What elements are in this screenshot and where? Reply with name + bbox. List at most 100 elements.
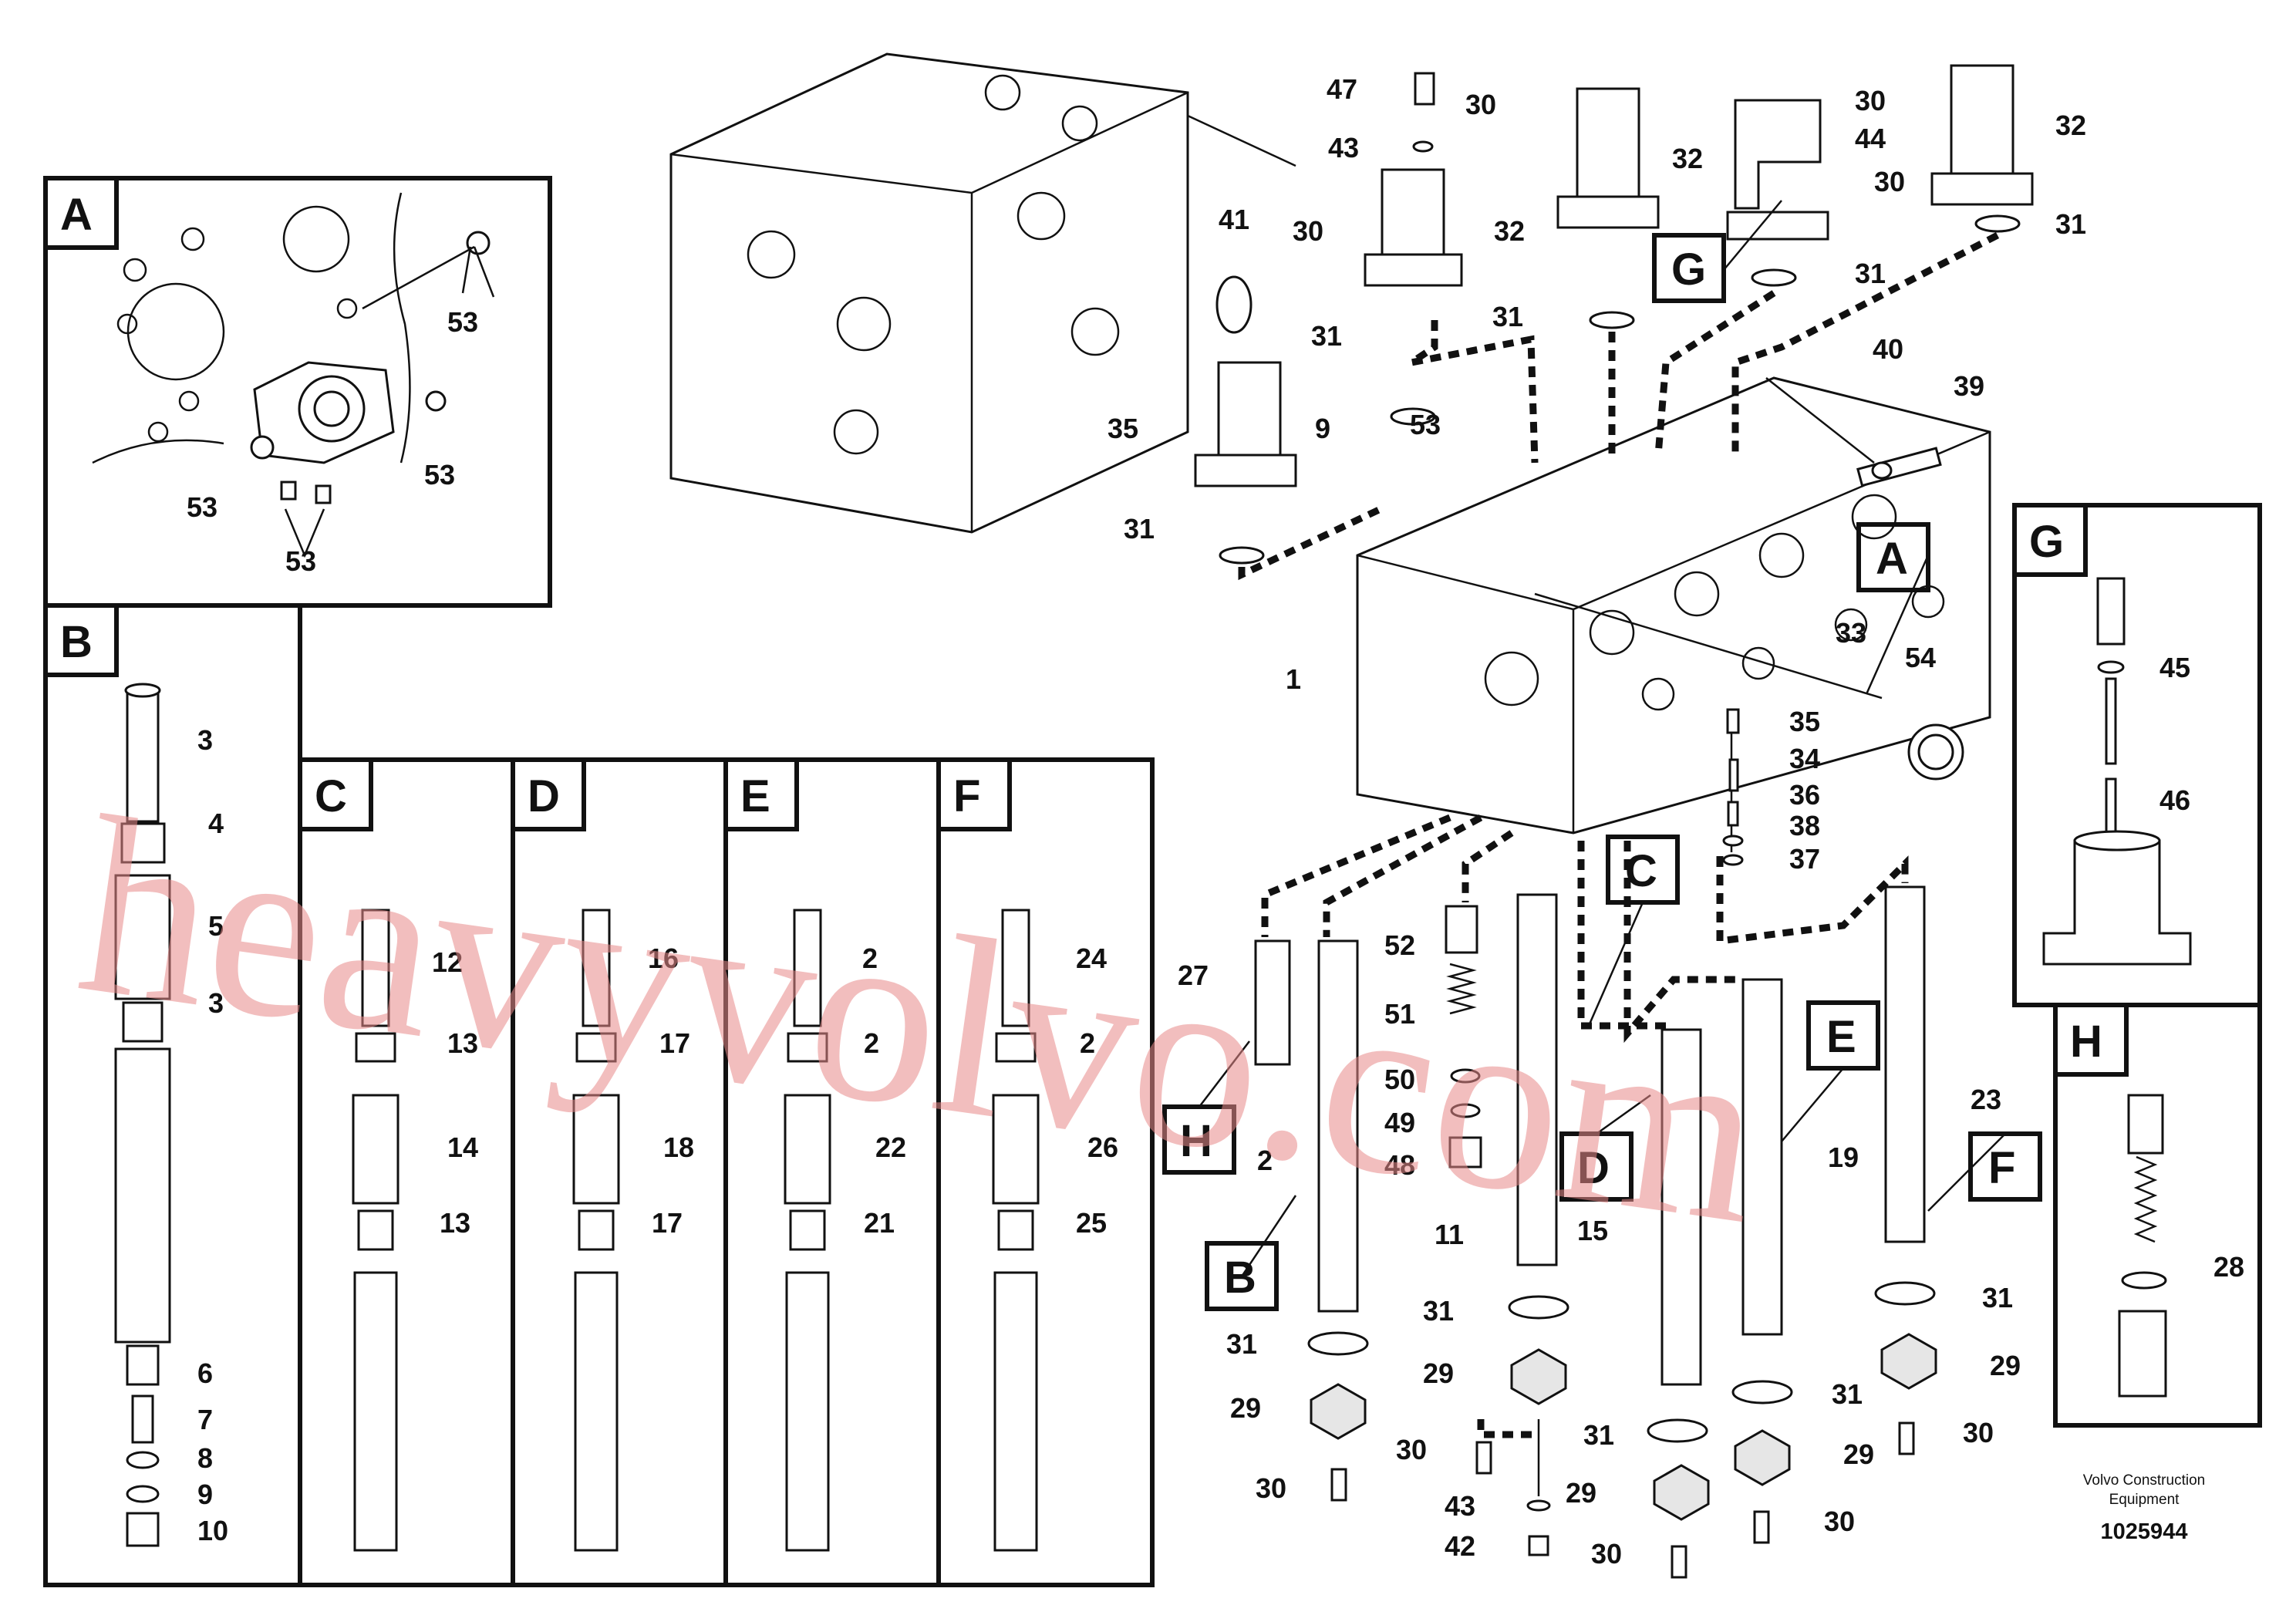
label-4: 4 <box>208 808 224 839</box>
label-30: 30 <box>1293 215 1323 247</box>
label-53: 53 <box>285 545 316 577</box>
label-26: 26 <box>1087 1131 1118 1163</box>
label-43: 43 <box>1445 1490 1475 1522</box>
label-3: 3 <box>208 987 224 1019</box>
callout-e: E <box>1826 1012 1856 1062</box>
label-39: 39 <box>1954 370 1984 402</box>
label-54: 54 <box>1905 642 1936 673</box>
solenoid-group <box>1194 64 2034 781</box>
label-30: 30 <box>1963 1417 1994 1448</box>
label-30: 30 <box>1824 1506 1855 1537</box>
panel-e: E 2 2 22 21 <box>723 757 941 1587</box>
label-23: 23 <box>1971 1084 2001 1115</box>
label-29: 29 <box>1566 1477 1596 1509</box>
label-53: 53 <box>447 306 478 338</box>
label-50: 50 <box>1384 1064 1415 1095</box>
label-53: 53 <box>1410 409 1441 440</box>
footer-company-line2: Equipment <box>2109 1492 2180 1508</box>
label-12: 12 <box>432 946 463 978</box>
panel-c: C 12 13 14 13 <box>298 757 515 1587</box>
label-15: 15 <box>1577 1215 1608 1246</box>
main-labels: 47 43 30 32 31 30 32 31 44 30 31 30 32 3… <box>1108 73 2086 1570</box>
label-27: 27 <box>1178 959 1209 991</box>
panel-a: A 53 53 53 53 <box>43 176 552 608</box>
label-33: 33 <box>1836 617 1866 649</box>
label-30: 30 <box>1591 1538 1622 1570</box>
panel-d: D 16 17 18 17 <box>511 757 728 1587</box>
label-2: 2 <box>862 943 878 974</box>
label-34: 34 <box>1789 743 1820 774</box>
callout-d: D <box>1577 1143 1610 1193</box>
label-29: 29 <box>1423 1357 1454 1389</box>
footer-company-line1: Volvo Construction <box>2083 1472 2205 1489</box>
label-30: 30 <box>1855 85 1886 116</box>
label-5: 5 <box>208 910 224 942</box>
label-2: 2 <box>1080 1027 1095 1059</box>
label-44: 44 <box>1855 123 1886 154</box>
panel-h-letter: H <box>2070 1017 2102 1067</box>
label-24: 24 <box>1076 943 1107 974</box>
panel-f: F 24 2 26 25 <box>936 757 1155 1587</box>
label-31: 31 <box>2055 208 2086 240</box>
label-35: 35 <box>1789 706 1820 737</box>
label-38: 38 <box>1789 810 1820 841</box>
label-31: 31 <box>1311 320 1342 352</box>
label-13: 13 <box>440 1207 470 1239</box>
label-48: 48 <box>1384 1149 1415 1181</box>
label-32: 32 <box>1672 143 1703 174</box>
label-31: 31 <box>1124 513 1155 545</box>
panel-f-letter: F <box>953 771 980 821</box>
label-32: 32 <box>2055 110 2086 141</box>
callout-b: B <box>1224 1253 1256 1303</box>
panel-g-letter: G <box>2029 517 2064 567</box>
label-2: 2 <box>864 1027 879 1059</box>
label-21: 21 <box>864 1207 895 1239</box>
label-30: 30 <box>1396 1434 1427 1465</box>
label-35: 35 <box>1108 413 1138 444</box>
label-41: 41 <box>1219 204 1249 235</box>
label-9: 9 <box>1315 413 1330 444</box>
label-49: 49 <box>1384 1107 1415 1138</box>
label-18: 18 <box>663 1131 694 1163</box>
label-28: 28 <box>2213 1251 2244 1283</box>
label-25: 25 <box>1076 1207 1107 1239</box>
label-40: 40 <box>1873 333 1903 365</box>
label-13: 13 <box>447 1027 478 1059</box>
label-51: 51 <box>1384 998 1415 1030</box>
label-53: 53 <box>424 459 455 491</box>
label-2: 2 <box>1257 1145 1273 1176</box>
lower-spools <box>1254 708 1937 1579</box>
callout-h: H <box>1180 1116 1212 1166</box>
panel-c-letter: C <box>315 771 347 821</box>
label-22: 22 <box>875 1131 906 1163</box>
watermark-text: heavyvolvo.com <box>66 764 1778 1277</box>
label-14: 14 <box>447 1131 478 1163</box>
panel-d-letter: D <box>528 771 560 821</box>
label-31: 31 <box>1226 1328 1257 1360</box>
label-36: 36 <box>1789 779 1820 811</box>
main-valve-body <box>1356 376 1991 835</box>
label-10: 10 <box>197 1515 228 1546</box>
panel-e-letter: E <box>740 771 770 821</box>
label-17: 17 <box>652 1207 683 1239</box>
label-52: 52 <box>1384 929 1415 961</box>
footer-drawing-number: 1025944 <box>2101 1519 2188 1544</box>
label-16: 16 <box>648 943 679 974</box>
drawing-footer: Volvo Construction Equipment 1025944 <box>2083 1472 2205 1544</box>
callout-c: C <box>1625 846 1657 896</box>
label-53: 53 <box>187 491 217 523</box>
callout-boxes: A B C D E F G H <box>1162 200 2042 1311</box>
callout-a: A <box>1876 534 1908 584</box>
label-31: 31 <box>1492 301 1523 332</box>
label-46: 46 <box>2159 784 2190 816</box>
panel-h: H 28 <box>2053 1003 2262 1428</box>
label-45: 45 <box>2159 652 2190 683</box>
label-31: 31 <box>1982 1282 2013 1313</box>
label-31: 31 <box>1832 1378 1863 1410</box>
label-19: 19 <box>1828 1141 1859 1173</box>
label-47: 47 <box>1327 73 1357 105</box>
callout-g: G <box>1671 244 1706 295</box>
label-6: 6 <box>197 1357 213 1389</box>
label-30: 30 <box>1465 89 1496 120</box>
